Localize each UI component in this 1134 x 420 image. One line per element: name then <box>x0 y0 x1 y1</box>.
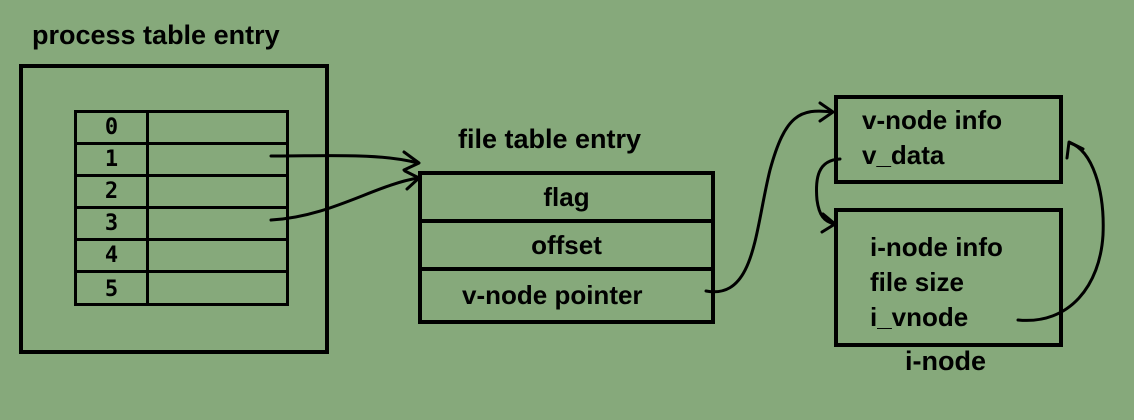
file-table-entry-box: flag offset v-node pointer <box>418 171 715 324</box>
inode-info-line: i-node info <box>870 232 1003 262</box>
fd-index: 5 <box>77 273 149 305</box>
arrowhead-fd3 <box>403 169 421 191</box>
fd-row: 5 <box>77 273 286 305</box>
file-table-flag-row: flag <box>422 175 711 223</box>
fd-index: 4 <box>77 241 149 270</box>
arrow-vdata-to-inode <box>815 157 842 226</box>
file-table-offset-row: offset <box>422 223 711 271</box>
fd-index: 0 <box>77 113 149 142</box>
fd-table: 0 1 2 3 4 5 <box>74 110 289 306</box>
fd-index: 1 <box>77 145 149 174</box>
arrowhead-fd1 <box>402 150 421 172</box>
inode-vnode-line: i_vnode <box>870 302 969 332</box>
arrow-ivnode-to-vnode <box>1016 141 1105 322</box>
fd-row: 2 <box>77 177 286 209</box>
vnode-info-line: v-node info <box>862 105 1003 135</box>
arrowhead-vnode <box>818 101 835 123</box>
vnode-text: v-node info v_data <box>862 103 1002 173</box>
fd-row: 1 <box>77 145 286 177</box>
fd-row: 4 <box>77 241 286 273</box>
arrow-vnode-pointer-to-vnode <box>704 109 834 294</box>
vnode-data-line: v_data <box>862 140 945 170</box>
inode-text: i-node info file size i_vnode <box>870 230 1003 335</box>
arrowhead-inode <box>820 212 837 234</box>
arrow-fd1-to-file-table <box>269 154 420 165</box>
vnode-box: v-node info v_data <box>834 95 1063 184</box>
file-table-vnode-pointer-row: v-node pointer <box>462 279 643 310</box>
arrowhead-ivnode <box>1065 140 1085 160</box>
inode-box: i-node info file size i_vnode <box>834 208 1063 347</box>
fd-index: 3 <box>77 209 149 238</box>
inode-file-size-line: file size <box>870 267 964 297</box>
file-table-title: file table entry <box>458 124 642 154</box>
arrow-fd3-to-file-table <box>269 176 420 222</box>
fd-row: 3 <box>77 209 286 241</box>
inode-label: i-node <box>905 346 986 376</box>
fd-index: 2 <box>77 177 149 206</box>
fd-row: 0 <box>77 113 286 145</box>
process-table-title: process table entry <box>32 20 280 50</box>
